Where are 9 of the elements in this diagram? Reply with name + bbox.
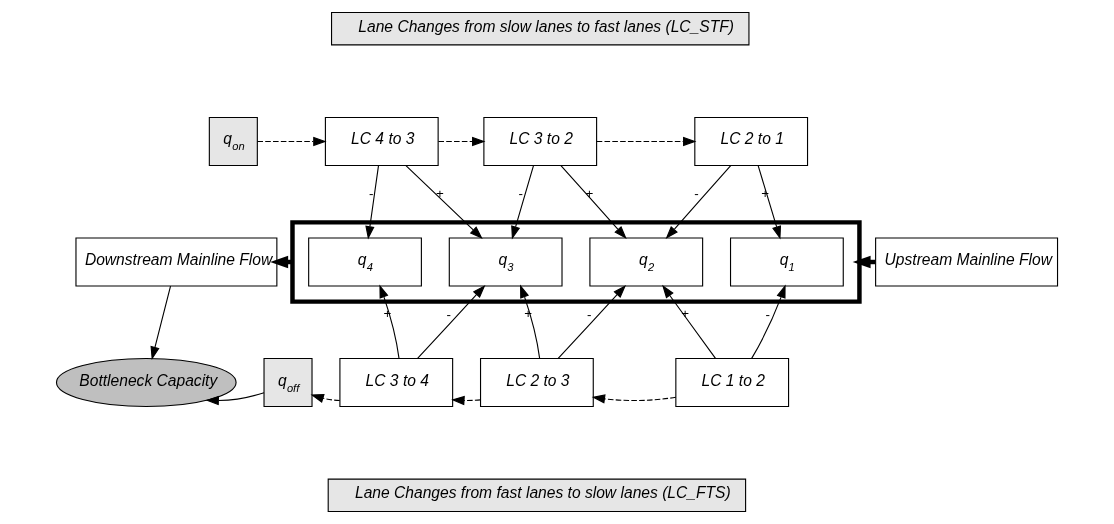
edge-label: + [681, 306, 690, 322]
edge-label: - [518, 186, 523, 202]
edge-label: - [587, 306, 592, 322]
edge-label: + [436, 186, 444, 202]
edge-label: - [765, 307, 771, 323]
edge-label: + [585, 186, 594, 202]
edge-label: - [694, 186, 699, 202]
edge-label: - [446, 306, 451, 322]
edge-label: - [368, 185, 374, 201]
